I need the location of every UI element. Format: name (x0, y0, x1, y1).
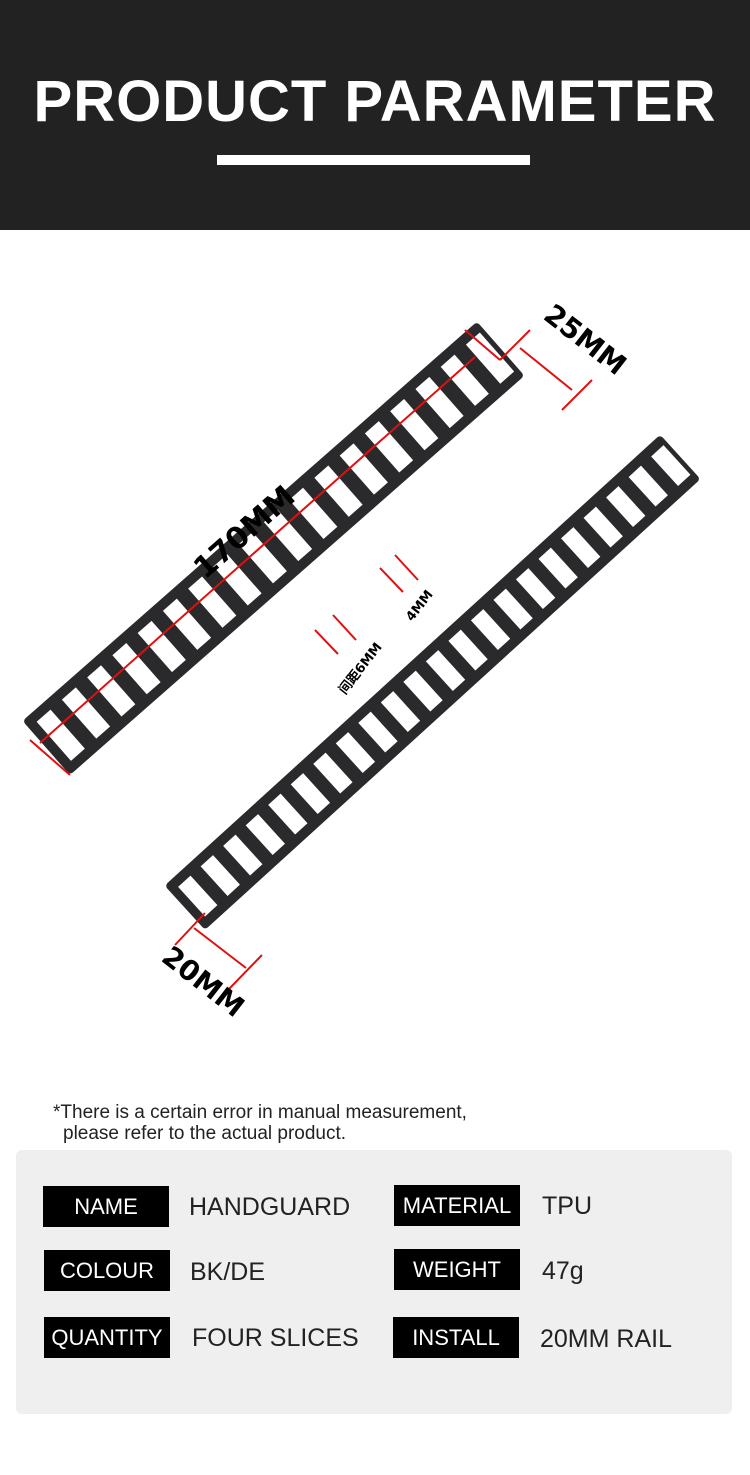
ladder-slot (390, 398, 439, 451)
ladder-slot (87, 665, 136, 717)
ladder-slot (440, 354, 489, 406)
ladder-slot (470, 609, 511, 651)
ladder-slot (415, 376, 464, 429)
ladder-slot (493, 588, 533, 630)
ladder-slot (561, 527, 601, 569)
ladder-slot (358, 711, 398, 753)
param-value-material: TPU (542, 1192, 592, 1220)
ladder-cover-1 (24, 323, 523, 774)
ladder-slot (137, 620, 186, 673)
param-value-install: 20MM RAIL (540, 1325, 672, 1353)
param-label-material: MATERIAL (394, 1185, 520, 1226)
ladder-slot (313, 752, 353, 794)
ladder-slot (238, 532, 287, 584)
width-top-label: 25MM (538, 298, 633, 382)
ladder-slot (290, 773, 331, 814)
ladder-slot (335, 732, 376, 773)
ladder-slot (651, 445, 691, 487)
ladder-slot (314, 465, 363, 517)
parameter-panel: NAME HANDGUARD MATERIAL TPU COLOUR BK/DE… (16, 1150, 732, 1414)
ladder-slot (213, 554, 262, 606)
length-dimension-line (39, 356, 476, 744)
ladder-slot (364, 421, 414, 473)
title-underline (217, 155, 530, 165)
product-diagram: 170MM 25MM 20MM 4MM 间距6MM (24, 298, 699, 1024)
spacing-label: 间距6MM (336, 640, 386, 698)
ladder-slot (263, 509, 313, 562)
ladder-slot (583, 506, 623, 548)
ladder-slot (380, 691, 421, 732)
ladder-slot (178, 875, 218, 917)
ladder-slot (245, 814, 285, 855)
param-value-colour: BK/DE (190, 1258, 266, 1286)
width-top-dimension-line (519, 347, 573, 391)
ladder-slot (61, 687, 111, 739)
param-value-name: HANDGUARD (189, 1193, 351, 1221)
ladder-slot (188, 576, 237, 628)
param-label-install: INSTALL (393, 1317, 519, 1358)
param-value-quantity: FOUR SLICES (192, 1324, 359, 1352)
dimension-lines (29, 329, 593, 991)
param-value-weight: 47g (542, 1257, 584, 1285)
ladder-slot (465, 332, 515, 384)
ladder-slot (628, 465, 668, 507)
ladder-slot (538, 547, 578, 589)
ladder-slot (403, 670, 443, 712)
ladder-slot (223, 834, 263, 876)
measurement-note: *There is a certain error in manual meas… (53, 1102, 467, 1144)
ladder-frame (166, 436, 699, 929)
header-banner: PRODUCT PARAMETER (0, 0, 750, 230)
ladder-slot (36, 709, 85, 761)
ladder-slot (200, 855, 240, 896)
ladder-slot (425, 650, 466, 691)
rung-label: 4MM (403, 588, 436, 625)
ladder-slot (606, 486, 646, 528)
param-label-quantity: QUANTITY (44, 1317, 170, 1358)
param-label-name: NAME (43, 1186, 169, 1227)
ladder-frame (24, 323, 523, 774)
param-label-colour: COLOUR (44, 1250, 170, 1291)
ladder-slot (162, 598, 212, 650)
param-label-weight: WEIGHT (394, 1249, 520, 1290)
ladder-slot (448, 629, 488, 671)
ladder-slot (268, 793, 308, 835)
ladder-slot (515, 568, 556, 610)
ladder-slot (289, 487, 338, 539)
ladder-cover-2 (166, 436, 699, 929)
ladder-slot (339, 443, 388, 495)
ladder-slot (112, 643, 161, 695)
width-bottom-dimension-line (193, 927, 247, 969)
page-title: PRODUCT PARAMETER (33, 69, 717, 134)
